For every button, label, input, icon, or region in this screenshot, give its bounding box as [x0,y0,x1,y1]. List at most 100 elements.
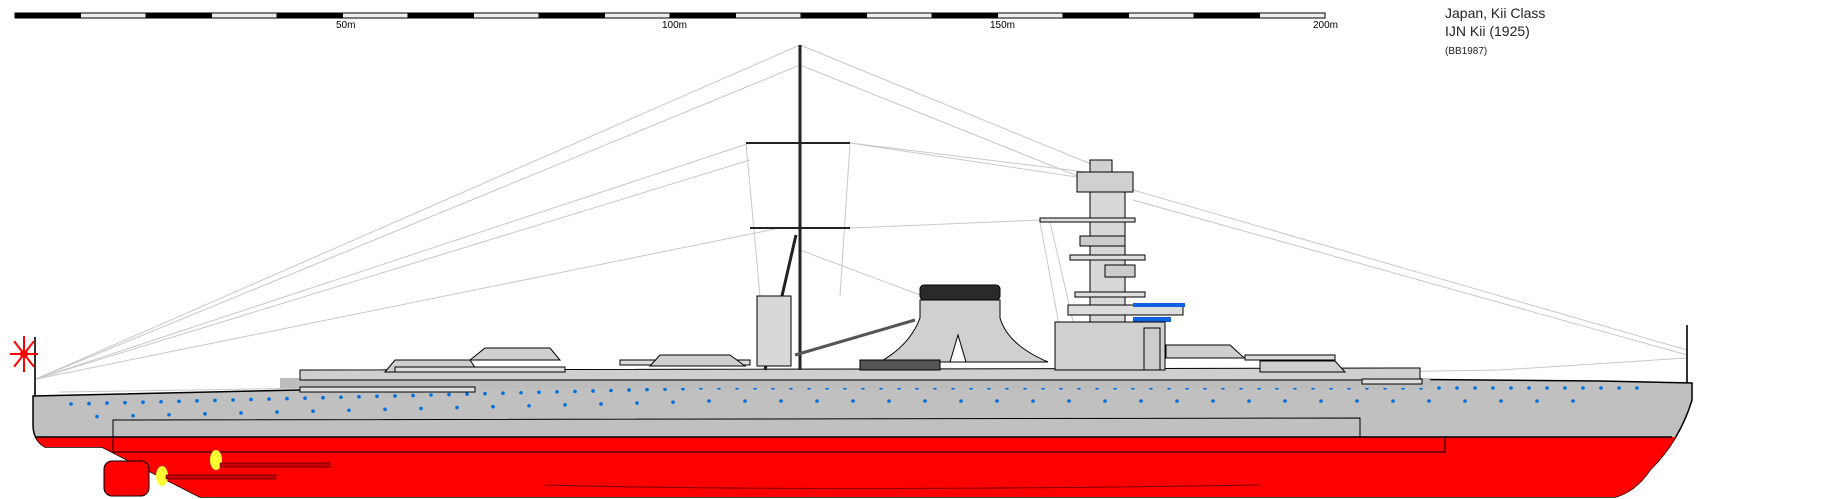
scale-bar [14,12,1326,19]
main-mast [746,45,850,371]
porthole [105,401,109,405]
scale-segment [1193,12,1260,19]
porthole [743,399,747,403]
porthole [1427,399,1431,403]
rigging-line [35,44,801,380]
porthole [887,399,891,403]
porthole [375,394,379,399]
porthole [1617,386,1621,390]
scale-label-150: 150m [990,20,1016,31]
scale-segment [14,12,81,19]
porthole [995,399,999,403]
rigging-line [1132,189,1688,351]
porthole [167,412,171,417]
porthole [213,398,217,403]
scale-segment [538,12,605,19]
porthole [959,399,963,403]
rigging-line [745,142,761,297]
porthole [347,408,351,413]
porthole [1455,386,1459,390]
scale-segment [1062,12,1129,19]
porthole [1355,399,1359,403]
rudder-and-propellers [103,450,331,497]
porthole [645,387,649,392]
ensign-flag [10,336,38,398]
porthole [1031,399,1035,403]
scale-segment [276,12,343,19]
rigging-line [35,159,751,380]
scale-segment [997,12,1064,19]
scale-label-200: 200m [1313,20,1339,31]
porthole [1635,386,1639,390]
porthole [123,400,127,405]
porthole [1491,386,1495,390]
porthole [527,403,531,408]
porthole [483,391,487,396]
scale-segment [473,12,540,19]
porthole [1211,399,1215,403]
scale-segment [80,12,147,19]
porthole [303,396,307,400]
scale-segment [1128,12,1195,19]
porthole [411,393,415,398]
bilge-keel [544,484,1261,489]
ships-boat [859,359,941,371]
turret-aft-z [619,354,751,367]
superstructure [280,45,1430,393]
porthole [383,407,387,412]
rigging-line [1039,221,1061,331]
caption-ship: IJN Kii (1925) [1445,23,1530,39]
porthole [249,397,253,402]
scale-segment [211,12,278,19]
porthole [339,395,343,400]
porthole [87,401,91,406]
porthole [1103,399,1107,403]
scale-label-100: 100m [662,20,688,31]
porthole [591,389,595,393]
porthole [599,402,603,406]
porthole [69,402,73,406]
porthole [1527,386,1531,390]
scale-segment [407,12,474,19]
porthole [203,412,207,416]
porthole [815,399,819,403]
porthole [1437,386,1441,390]
scale-segment [604,12,671,19]
porthole [455,405,459,410]
porthole [573,389,577,394]
porthole [357,395,361,399]
porthole [159,399,163,404]
funnel [878,284,1049,363]
porthole [95,414,99,419]
porthole [779,399,783,403]
porthole [131,413,135,418]
porthole [663,387,667,391]
porthole [419,406,423,411]
porthole [1175,399,1179,403]
porthole [1247,399,1251,403]
rigging-line [35,142,751,380]
porthole [447,392,451,397]
rigging-line [839,142,851,297]
porthole [609,388,613,393]
porthole [491,404,495,409]
porthole [555,390,559,394]
caption-credit: (BB1987) [1445,46,1488,57]
porthole [627,388,631,392]
porthole [1581,386,1585,390]
derrick-boom [794,318,916,357]
rigging-line [1132,199,1688,356]
porthole [177,399,181,404]
porthole [519,390,523,395]
bridge-tower [1039,159,1185,371]
porthole [563,403,567,407]
porthole [275,410,279,414]
porthole [537,390,541,395]
porthole [1571,399,1575,403]
scale-segment [800,12,867,19]
porthole [1391,399,1395,403]
porthole [393,394,397,398]
porthole [501,391,505,396]
porthole [465,392,469,396]
porthole [239,411,243,415]
